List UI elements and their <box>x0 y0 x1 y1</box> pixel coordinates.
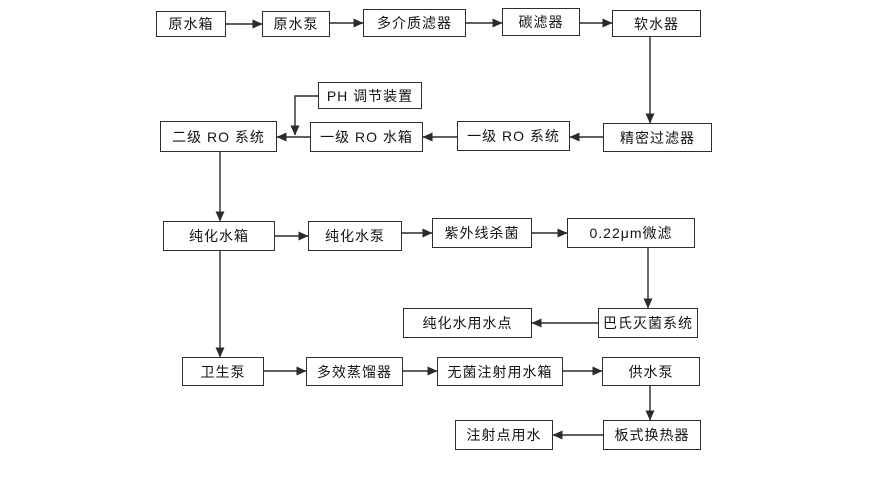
node-purified-tank: 纯化水箱 <box>163 221 275 251</box>
node-supply-pump: 供水泵 <box>602 357 700 386</box>
node-micron-filter: 0.22μm微滤 <box>567 218 695 248</box>
node-purified-pump: 纯化水泵 <box>308 221 402 251</box>
node-uv-sterilizer: 紫外线杀菌 <box>432 218 532 248</box>
node-sterile-tank: 无菌注射用水箱 <box>437 357 563 386</box>
node-purified-use-point: 纯化水用水点 <box>403 308 532 338</box>
node-pasteurizer: 巴氏灭菌系统 <box>598 308 698 338</box>
node-carbon-filter: 碳滤器 <box>502 8 580 36</box>
node-sanitary-pump: 卫生泵 <box>182 357 264 386</box>
node-ph-device: PH 调节装置 <box>318 82 422 109</box>
node-raw-pump: 原水泵 <box>262 11 330 37</box>
node-precision-filter: 精密过滤器 <box>603 123 712 152</box>
node-raw-tank: 原水箱 <box>156 11 226 37</box>
node-plate-exchanger: 板式换热器 <box>603 420 701 450</box>
node-distiller: 多效蒸馏器 <box>306 357 403 386</box>
node-ro1-tank: 一级 RO 水箱 <box>310 122 423 152</box>
node-ro1-system: 一级 RO 系统 <box>457 121 570 151</box>
node-injection-use-point: 注射点用水 <box>455 420 553 450</box>
node-softener: 软水器 <box>612 10 701 37</box>
node-ro2-system: 二级 RO 系统 <box>160 121 277 152</box>
node-multimedia-filter: 多介质滤器 <box>363 9 466 37</box>
connector-ph-device-ro2-line <box>290 95 318 136</box>
